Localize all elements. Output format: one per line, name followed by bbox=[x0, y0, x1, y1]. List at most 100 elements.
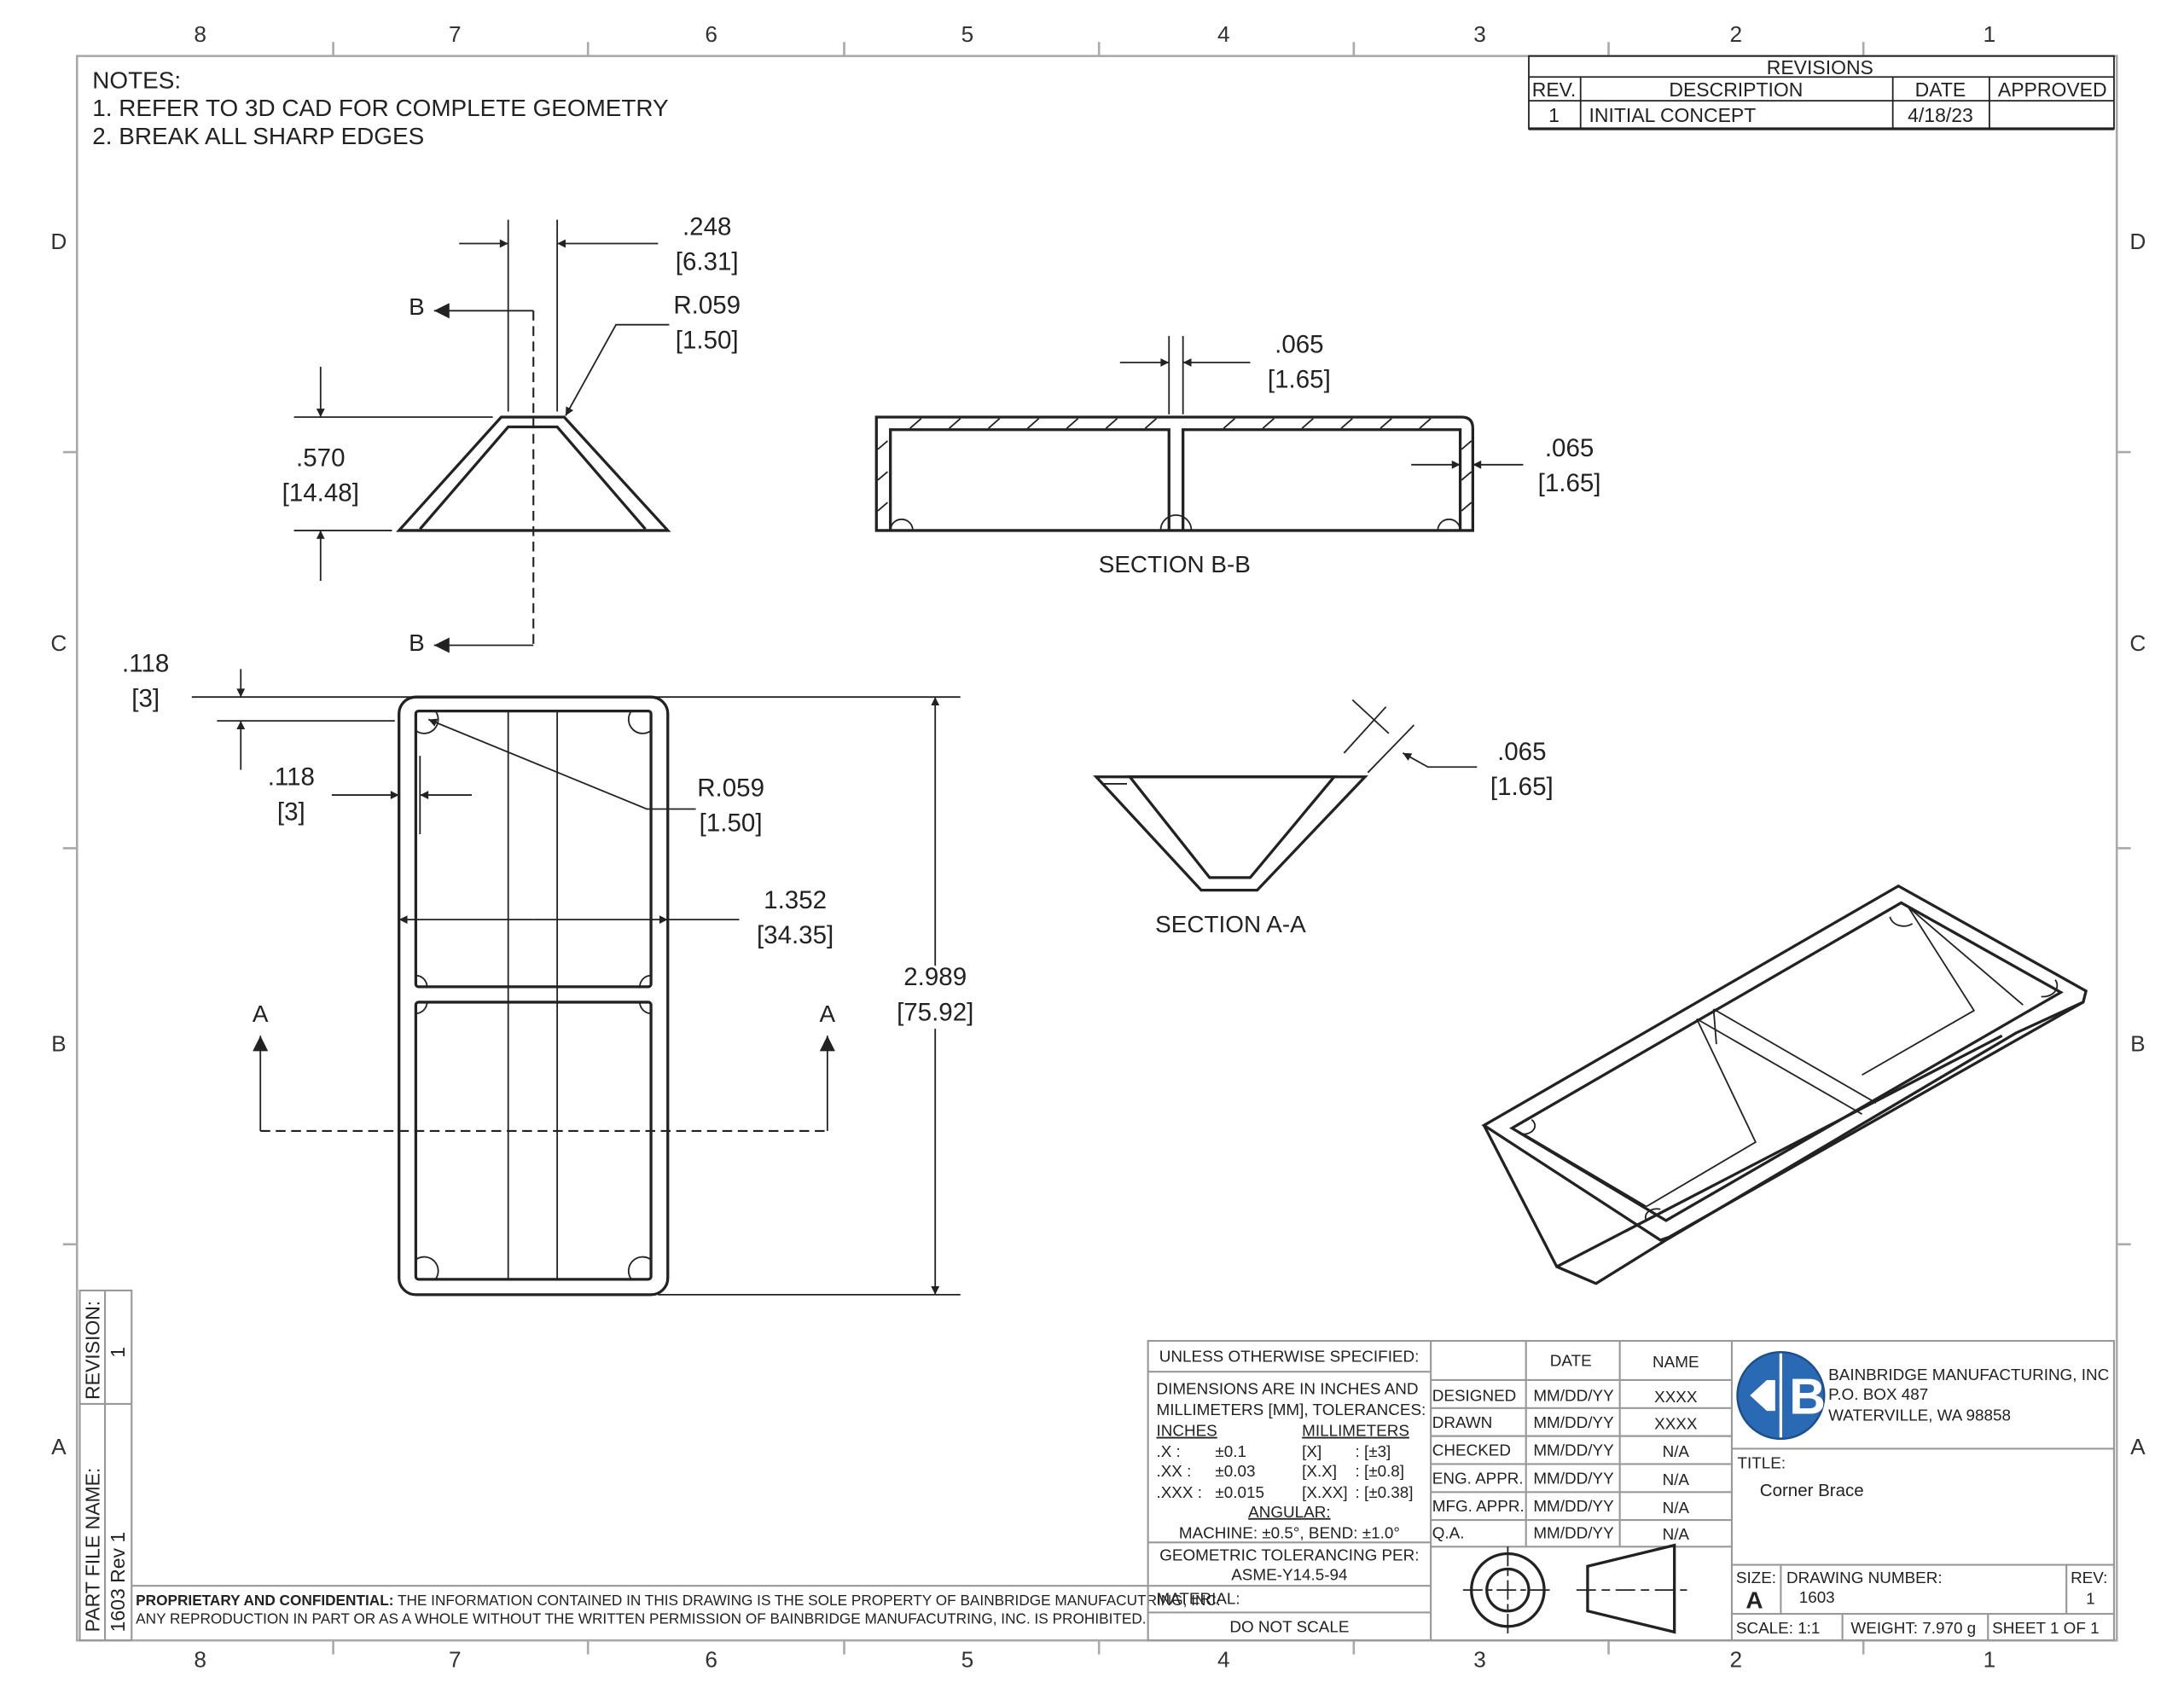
tol-mm-label: [X.XX] bbox=[1302, 1483, 1347, 1501]
tol-mm-label: [X.X] bbox=[1302, 1462, 1337, 1480]
drawing-number-label: DRAWING NUMBER: bbox=[1786, 1569, 1943, 1586]
do-not-scale: DO NOT SCALE bbox=[1229, 1617, 1349, 1635]
zone-col-bottom: 6 bbox=[705, 1646, 717, 1672]
material-label: MATERIAL: bbox=[1156, 1590, 1240, 1608]
section-hatch bbox=[877, 502, 888, 512]
signoff-name: N/A bbox=[1663, 1470, 1690, 1488]
signoff-date: MM/DD/YY bbox=[1533, 1441, 1614, 1459]
section-hatch bbox=[877, 471, 888, 481]
size-value: A bbox=[1745, 1586, 1763, 1613]
dim-wall-mm: [1.65] bbox=[1538, 469, 1601, 497]
tol-value: ±0.015 bbox=[1215, 1483, 1264, 1501]
revision-value: 1 bbox=[107, 1347, 129, 1358]
tol-label: .XX : bbox=[1156, 1462, 1191, 1480]
signoff-role: Q.A. bbox=[1432, 1523, 1465, 1541]
dim-offset-top-mm: [3] bbox=[131, 685, 160, 713]
dim-wall-mm: [1.65] bbox=[1490, 773, 1554, 801]
section-hatch bbox=[1066, 417, 1079, 429]
unless-specified: UNLESS OTHERWISE SPECIFIED: bbox=[1159, 1348, 1420, 1366]
tol-mm-label: [X] bbox=[1302, 1442, 1321, 1460]
part-file-label: PART FILE NAME: bbox=[82, 1468, 104, 1633]
zone-labels: 8 7 6 5 4 3 2 1 8 7 6 5 4 3 2 1 D C B A … bbox=[50, 21, 2146, 1672]
geometric-label: GEOMETRIC TOLERANCING PER: bbox=[1159, 1546, 1419, 1564]
zone-row-left: B bbox=[51, 1030, 67, 1056]
date-header: DATE bbox=[1550, 1352, 1592, 1370]
dim-radius-mm: [1.50] bbox=[676, 327, 739, 355]
dim-width-in: 1.352 bbox=[764, 886, 827, 914]
dim-width-mm: [6.31] bbox=[676, 248, 739, 276]
section-hatch bbox=[1223, 417, 1235, 429]
dim-length-mm: [75.92] bbox=[897, 998, 973, 1026]
signoff-role: DESIGNED bbox=[1432, 1387, 1517, 1405]
signoff-name: N/A bbox=[1663, 1442, 1690, 1460]
zone-col-top: 5 bbox=[961, 21, 974, 47]
dim-length-in: 2.989 bbox=[903, 963, 967, 991]
signoff-rows: DESIGNED MM/DD/YY XXXX DRAWN MM/DD/YY XX… bbox=[1432, 1387, 1698, 1543]
side-info-block: REVISION: 1 PART FILE NAME: 1603 Rev 1 bbox=[78, 1289, 133, 1642]
signoff-date: MM/DD/YY bbox=[1533, 1497, 1614, 1515]
zone-col-top: 4 bbox=[1217, 21, 1230, 47]
dim-offset-left-in: .118 bbox=[268, 763, 315, 792]
revisions-title: REVISIONS bbox=[1767, 56, 1873, 78]
revision-rev: 1 bbox=[1548, 104, 1560, 126]
zone-row-left: C bbox=[50, 630, 67, 656]
note-item: 1. REFER TO 3D CAD FOR COMPLETE GEOMETRY bbox=[92, 95, 668, 121]
section-hatch bbox=[1461, 471, 1472, 481]
dims-line1: DIMENSIONS ARE IN INCHES AND bbox=[1156, 1379, 1418, 1397]
zone-col-bottom: 7 bbox=[449, 1646, 462, 1672]
dim-radius-mm: [1.50] bbox=[700, 809, 763, 838]
section-b-b: .065 [1.65] .065 [1.65] SECTION B-B bbox=[874, 331, 1601, 577]
zone-col-bottom: 5 bbox=[961, 1646, 974, 1672]
drawing-frame bbox=[62, 42, 2131, 1655]
drawing-number: 1603 bbox=[1799, 1588, 1835, 1606]
dim-wall-in: .065 bbox=[1497, 738, 1546, 766]
signoff-role: MFG. APPR. bbox=[1432, 1497, 1525, 1515]
tol-mm-value: : [±0.8] bbox=[1356, 1462, 1405, 1480]
zone-col-bottom: 8 bbox=[194, 1646, 206, 1672]
section-a-a-label: SECTION A-A bbox=[1155, 911, 1306, 937]
tol-label: .X : bbox=[1156, 1442, 1180, 1460]
zone-col-top: 1 bbox=[1984, 21, 1996, 47]
angular-heading: ANGULAR: bbox=[1248, 1503, 1330, 1521]
dim-wall-in: .065 bbox=[1545, 434, 1594, 462]
company-name: BAINBRIDGE MANUFACTURING, INC bbox=[1828, 1366, 2109, 1383]
revision-description: INITIAL CONCEPT bbox=[1589, 104, 1757, 126]
section-hatch bbox=[1301, 417, 1314, 429]
dims-line2: MILLIMETERS [MM], TOLERANCES: bbox=[1156, 1401, 1426, 1418]
signoff-date: MM/DD/YY bbox=[1533, 1413, 1614, 1431]
zone-col-top: 6 bbox=[705, 21, 717, 47]
notes: NOTES: 1. REFER TO 3D CAD FOR COMPLETE G… bbox=[92, 67, 668, 149]
tol-value: ±0.03 bbox=[1215, 1462, 1255, 1480]
dim-radius-in: R.059 bbox=[697, 774, 764, 803]
section-hatch bbox=[1380, 417, 1392, 429]
dim-offset-left-mm: [3] bbox=[277, 798, 305, 827]
tol-mm-value: : [±3] bbox=[1356, 1442, 1391, 1460]
size-label: SIZE: bbox=[1736, 1569, 1776, 1586]
section-a-a: .065 [1.65] SECTION A-A bbox=[1093, 699, 1554, 937]
signoff-date: MM/DD/YY bbox=[1533, 1469, 1614, 1487]
signoff-date: MM/DD/YY bbox=[1533, 1387, 1614, 1405]
zone-row-left: A bbox=[51, 1434, 67, 1459]
signoff-date: MM/DD/YY bbox=[1533, 1523, 1614, 1541]
section-hatch bbox=[1105, 417, 1118, 429]
section-hatch bbox=[1262, 417, 1275, 429]
section-hatch bbox=[987, 417, 1001, 429]
zone-row-right: C bbox=[2129, 630, 2146, 656]
section-b-b-label: SECTION B-B bbox=[1099, 551, 1251, 577]
section-hatch bbox=[1419, 417, 1432, 429]
zone-row-right: D bbox=[2129, 229, 2146, 254]
signoff-role: DRAWN bbox=[1432, 1413, 1493, 1431]
company-logo: B bbox=[1736, 1350, 1826, 1441]
section-mark-b: B bbox=[409, 293, 425, 320]
zone-col-top: 2 bbox=[1730, 21, 1743, 47]
signoff-role: CHECKED bbox=[1432, 1441, 1511, 1459]
note-item: 2. BREAK ALL SHARP EDGES bbox=[92, 123, 424, 149]
description-header: DESCRIPTION bbox=[1669, 78, 1803, 101]
dim-height-mm: [14.48] bbox=[282, 479, 359, 507]
notes-title: NOTES: bbox=[92, 67, 181, 93]
tolerance-rows: .X : ±0.1 [X] : [±3] .XX : ±0.03 [X.X] :… bbox=[1156, 1442, 1413, 1501]
drawing-title: Corner Brace bbox=[1760, 1481, 1864, 1500]
revision-label: REVISION: bbox=[82, 1301, 104, 1400]
weight: WEIGHT: 7.970 g bbox=[1850, 1619, 1976, 1637]
